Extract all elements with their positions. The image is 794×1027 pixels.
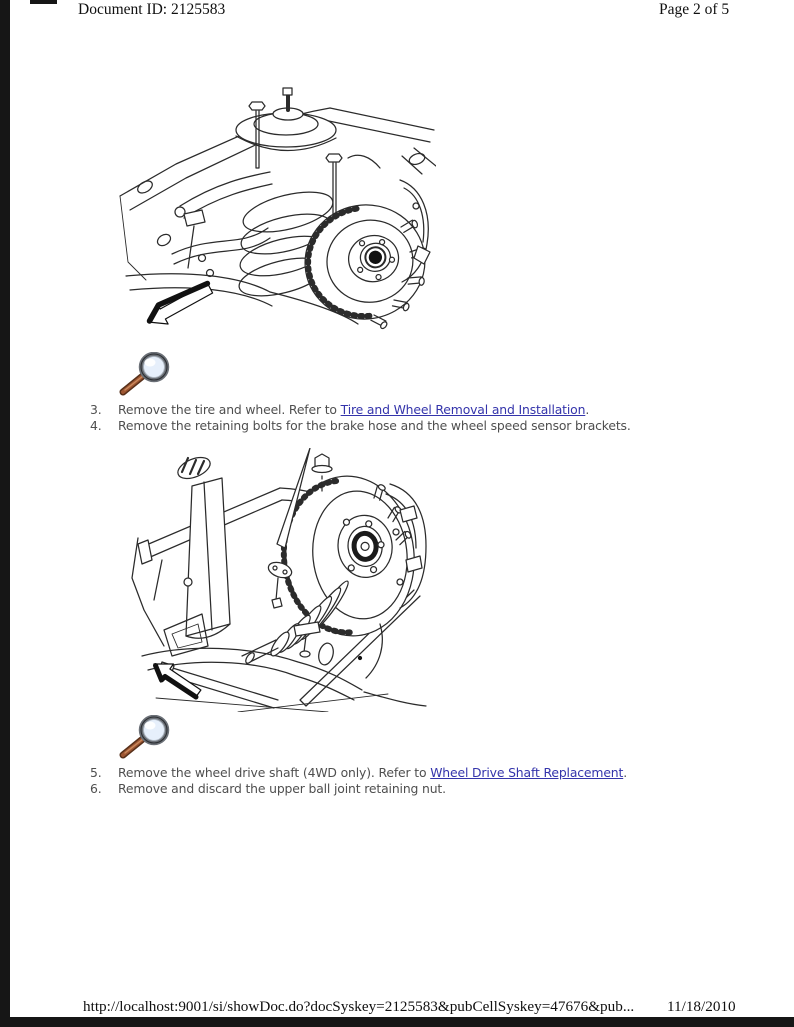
step-text-pre: Remove the retaining bolts for the brake…	[118, 418, 631, 433]
step-item-5: 5. Remove the wheel drive shaft (4WD only…	[90, 765, 627, 780]
figure-suspension-strut-rotor	[118, 84, 436, 342]
zoom-magnifier-icon[interactable]	[114, 714, 176, 759]
step-text-pre: Remove the wheel drive shaft (4WD only).…	[118, 765, 431, 780]
scan-border-left	[0, 0, 10, 1027]
link-wheel-drive-shaft-replacement[interactable]: Wheel Drive Shaft Replacement	[430, 765, 624, 780]
step-text: Remove and discard the upper ball joint …	[118, 781, 446, 796]
step-text-post: .	[623, 765, 628, 780]
step-item-4: 4. Remove the retaining bolts for the bra…	[90, 418, 631, 433]
step-text: Remove the wheel drive shaft (4WD only).…	[118, 765, 627, 780]
step-text: Remove the tire and wheel. Refer to Tire…	[118, 402, 589, 417]
step-number: 6.	[90, 781, 102, 796]
step-text-pre: Remove the tire and wheel. Refer to	[118, 402, 341, 417]
step-number: 5.	[90, 765, 102, 780]
step-item-3: 3. Remove the tire and wheel. Refer to Ti…	[90, 402, 589, 417]
footer-print-date: 11/18/2010	[667, 998, 736, 1015]
step-number: 3.	[90, 402, 102, 417]
step-text-post: .	[585, 402, 590, 417]
step-number: 4.	[90, 418, 102, 433]
scan-border-notch	[30, 0, 57, 4]
step-text-pre: Remove and discard the upper ball joint …	[118, 781, 446, 796]
zoom-magnifier-icon[interactable]	[114, 351, 176, 396]
step-text: Remove the retaining bolts for the brake…	[118, 418, 631, 433]
link-tire-and-wheel-removal[interactable]: Tire and Wheel Removal and Installation	[340, 402, 586, 417]
document-id-label: Document ID: 2125583	[78, 1, 226, 18]
scan-border-bottom	[0, 1017, 794, 1027]
footer-source-url: http://localhost:9001/si/showDoc.do?docS…	[83, 998, 635, 1015]
page-indicator: Page 2 of 5	[659, 1, 730, 18]
step-item-6: 6. Remove and discard the upper ball join…	[90, 781, 446, 796]
figure-drive-shaft-rotor	[128, 448, 430, 712]
